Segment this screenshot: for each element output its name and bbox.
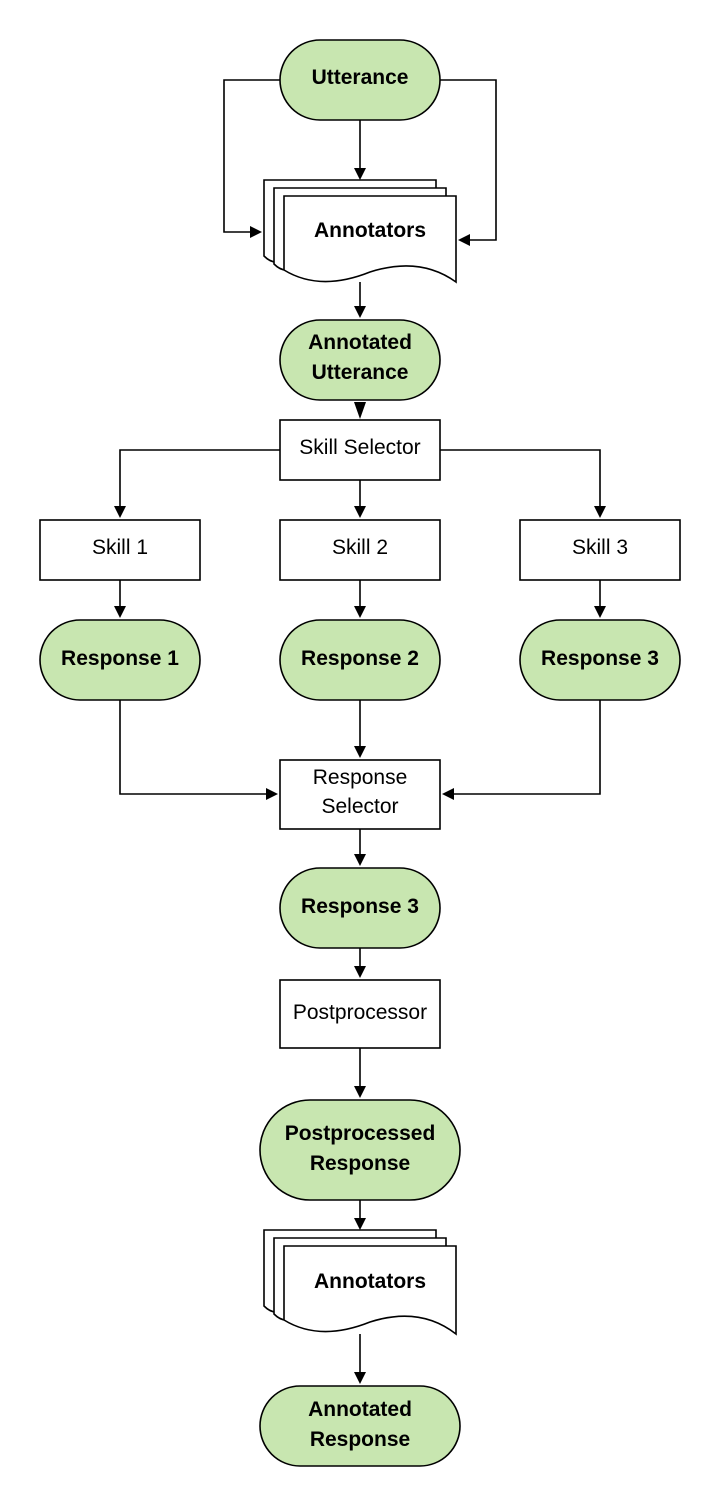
arrowhead — [354, 606, 366, 618]
node-skill-selector: Skill Selector — [279, 419, 441, 481]
node-label: Skill 2 — [332, 536, 388, 559]
node-annotators-top: Annotators — [263, 179, 457, 284]
node-postprocessed-response: Postprocessed Response — [259, 1099, 461, 1201]
node-label: Response — [310, 1152, 410, 1175]
edge-selector-skill-1 — [119, 449, 280, 508]
node-annotators-bottom: Annotators — [263, 1229, 457, 1336]
node-label: Response — [313, 766, 408, 789]
node-label: Annotated — [308, 1398, 412, 1421]
process-shape — [39, 519, 201, 581]
node-annotated-response: Annotated Response — [259, 1385, 461, 1467]
node-response-selector: Response Selector — [279, 759, 441, 830]
node-response-2: Response 2 — [279, 619, 441, 701]
arrowhead — [354, 506, 366, 518]
node-skill-2: Skill 2 — [279, 519, 441, 581]
node-label: Response — [310, 1428, 410, 1451]
arrowhead — [354, 402, 366, 419]
node-label: Postprocessed — [285, 1122, 436, 1145]
terminal-shape — [519, 619, 681, 701]
terminal-shape — [259, 1099, 461, 1201]
terminal-shape — [279, 319, 441, 401]
node-label: Selector — [321, 795, 398, 818]
terminal-shape — [279, 867, 441, 949]
node-skill-3: Skill 3 — [519, 519, 681, 581]
edge-response-3-selector — [452, 700, 601, 795]
arrowhead — [354, 1086, 366, 1098]
arrowhead — [354, 168, 366, 180]
node-label: Postprocessor — [293, 1001, 427, 1024]
node-label: Utterance — [312, 361, 409, 384]
process-shape — [279, 979, 441, 1049]
node-label: Skill 1 — [92, 536, 148, 559]
arrowhead — [354, 854, 366, 866]
flow-edges — [114, 79, 606, 1384]
arrowhead — [354, 306, 366, 318]
node-label: Annotated — [308, 331, 412, 354]
process-shape — [279, 419, 441, 481]
node-response-1: Response 1 — [39, 619, 201, 701]
terminal-shape — [39, 619, 201, 701]
terminal-shape — [279, 619, 441, 701]
arrowhead — [458, 234, 470, 246]
node-label: Annotators — [314, 219, 426, 242]
document-shape-front — [283, 195, 457, 284]
node-postprocessor: Postprocessor — [279, 979, 441, 1049]
arrowhead — [266, 788, 278, 800]
process-shape — [279, 759, 441, 830]
node-utterance: Utterance — [279, 39, 441, 121]
node-skill-1: Skill 1 — [39, 519, 201, 581]
arrowhead — [114, 506, 126, 518]
process-shape — [519, 519, 681, 581]
node-label: Utterance — [312, 66, 409, 89]
arrowhead — [354, 1218, 366, 1230]
arrowhead — [594, 606, 606, 618]
terminal-shape — [279, 39, 441, 121]
node-selected-response: Response 3 — [279, 867, 441, 949]
arrowhead — [354, 1372, 366, 1384]
node-label: Skill Selector — [299, 436, 420, 459]
arrowhead — [114, 606, 126, 618]
arrowhead — [250, 226, 262, 238]
terminal-shape — [259, 1385, 461, 1467]
edge-selector-skill-3 — [440, 449, 601, 508]
arrowhead — [354, 966, 366, 978]
node-label: Skill 3 — [572, 536, 628, 559]
node-label: Response 3 — [301, 895, 419, 918]
edge-response-1-selector — [119, 700, 268, 795]
process-shape — [279, 519, 441, 581]
node-annotated-utterance: Annotated Utterance — [279, 319, 441, 401]
arrowhead — [594, 506, 606, 518]
node-label: Response 1 — [61, 647, 179, 670]
document-shape-front — [283, 1245, 457, 1336]
node-label: Response 3 — [541, 647, 659, 670]
edge-utterance-annotators-right — [440, 79, 497, 241]
node-label: Response 2 — [301, 647, 419, 670]
node-label: Annotators — [314, 1270, 426, 1293]
arrowhead — [442, 788, 454, 800]
node-response-3: Response 3 — [519, 619, 681, 701]
arrowhead — [354, 746, 366, 758]
edge-utterance-annotators-left — [223, 79, 280, 233]
